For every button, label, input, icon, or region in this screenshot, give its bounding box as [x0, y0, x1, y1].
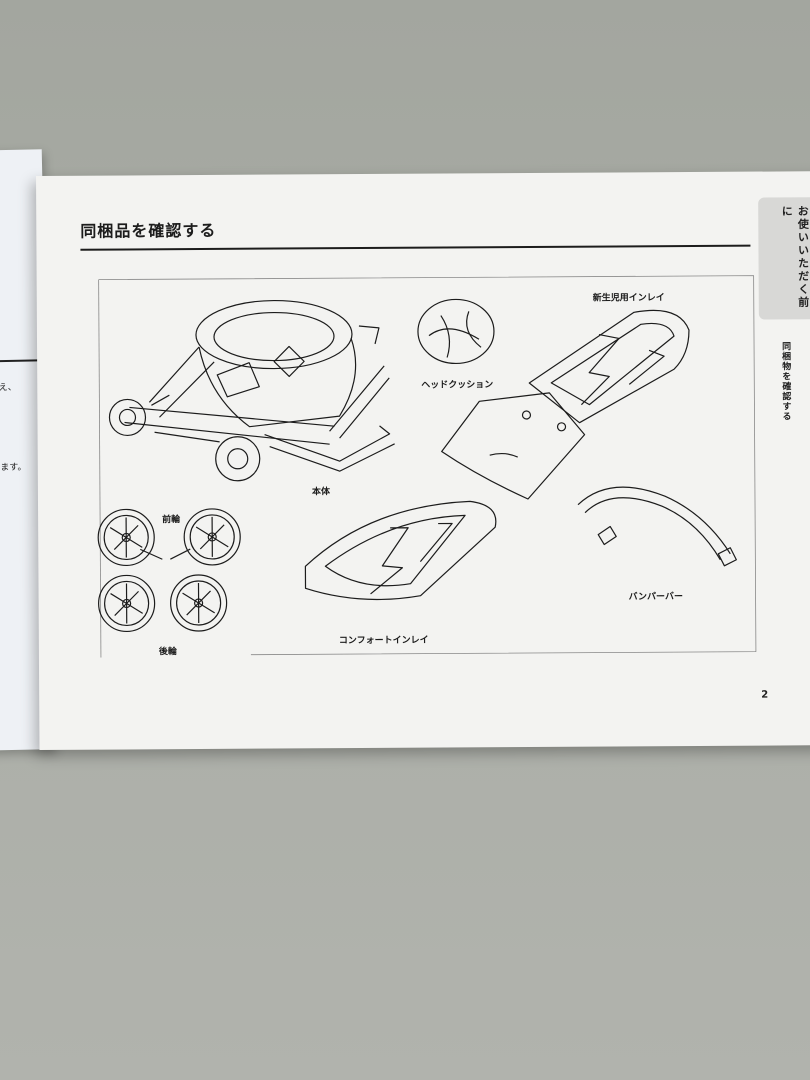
previous-page-text-1: え、: [0, 382, 17, 394]
head-cushion-illustration: [417, 298, 495, 365]
previous-page-text-2: ます。: [0, 462, 27, 474]
page-number: 2: [761, 689, 769, 701]
label-head-cushion: ヘッドクッション: [421, 380, 494, 391]
label-body: 本体: [311, 487, 330, 498]
side-tab-label: お使いいただく前に: [780, 205, 810, 310]
label-comfort-inlay: コンフォートインレイ: [338, 635, 429, 647]
side-tab: お使いいただく前に: [758, 197, 810, 320]
newborn-inlay-illustration: [441, 309, 690, 500]
title-rule: [80, 244, 751, 251]
page-title: 同梱品を確認する: [80, 220, 217, 241]
parts-illustration: [97, 275, 757, 658]
comfort-inlay-illustration: [304, 500, 497, 601]
manual-page: 同梱品を確認する お使いいただく前に 同梱物を確認する: [36, 171, 810, 750]
bumper-bar-illustration: [577, 486, 737, 567]
side-section-label: 同梱物を確認する: [780, 341, 791, 422]
wheels-illustration: [97, 508, 241, 633]
label-rear-wheels: 後輪: [158, 647, 177, 658]
label-newborn-inlay: 新生児用インレイ: [592, 293, 665, 304]
label-front-wheels: 前輪: [162, 515, 181, 526]
label-bumper-bar: バンパーバー: [628, 592, 683, 603]
stroller-body-illustration: [108, 299, 395, 482]
